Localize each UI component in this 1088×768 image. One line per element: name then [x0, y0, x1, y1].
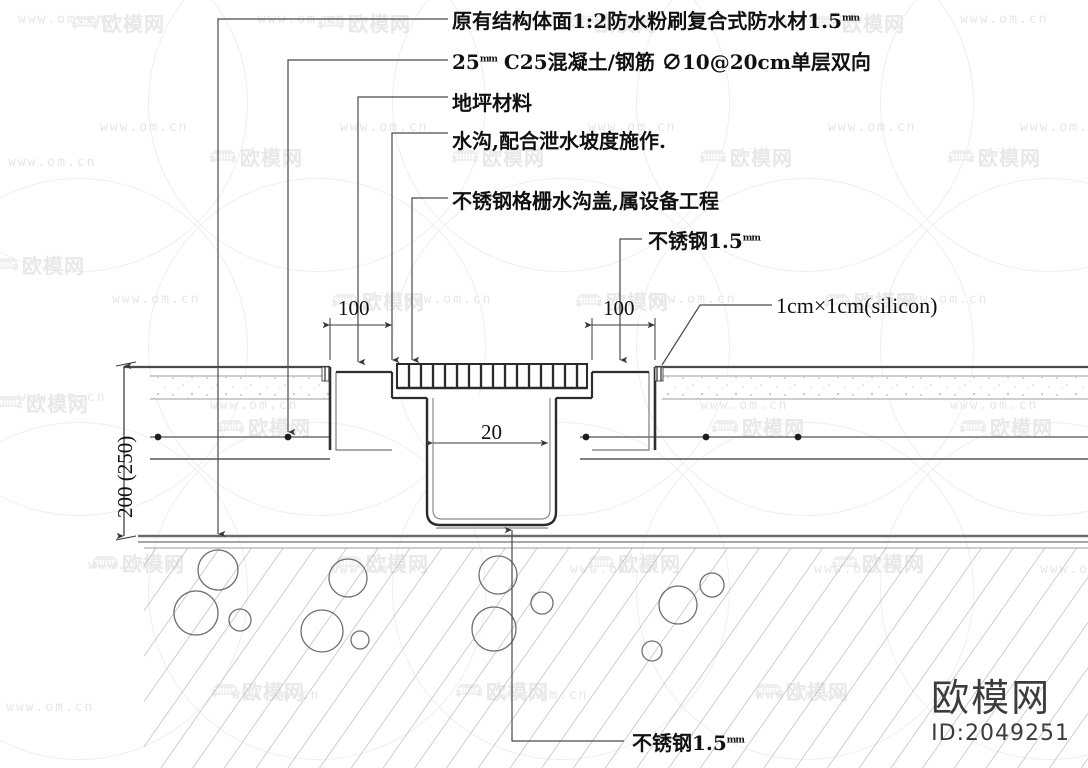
- note-waterproof: 原有结构体面1:2防水粉刷复合式防水材1.5mm: [452, 5, 860, 34]
- dim-label-100-right: 100: [603, 296, 635, 320]
- slab-left: [123, 365, 330, 536]
- dim-label-100-left: 100: [338, 296, 370, 320]
- dim-100-right: [584, 318, 656, 360]
- dim-slab-thickness: [115, 361, 137, 541]
- note-concrete-value: 25: [452, 50, 480, 74]
- note-concrete-spec: C25混凝土/钢筋 ∅10@20cm单层双向: [496, 50, 871, 74]
- note-waterproof-unit: mm: [842, 13, 860, 24]
- note-concrete: 25mm C25混凝土/钢筋 ∅10@20cm单层双向: [452, 46, 871, 75]
- note-steel-right-text: 不锈钢1.5: [648, 229, 743, 253]
- gutter-shoulder-left: [328, 367, 394, 451]
- note-steel-bottom-text: 不锈钢1.5: [632, 731, 727, 755]
- note-concrete-unit: mm: [479, 54, 498, 65]
- dim-label-200-250: 200 (250): [113, 435, 137, 518]
- note-waterproof-text: 原有结构体面1:2防水粉刷复合式防水材1.5: [452, 9, 843, 33]
- silicon-joint-strips: [321, 366, 664, 382]
- ground-fill-region: [138, 534, 1088, 768]
- brand-block: 欧模网 ID:2049251: [931, 676, 1070, 746]
- grate-cover: [396, 363, 588, 390]
- note-steel-right-unit: mm: [742, 233, 761, 244]
- dim-label-20-channel: 20: [481, 420, 502, 444]
- note-stainless-steel-right: 不锈钢1.5mm: [648, 225, 761, 254]
- leader-lines: [217, 18, 772, 742]
- note-stainless-steel-bottom: 不锈钢1.5mm: [632, 727, 745, 756]
- note-floor-material: 地坪材料: [452, 91, 532, 115]
- brand-id: ID:2049251: [931, 721, 1070, 746]
- slab-right: [580, 365, 1088, 460]
- drainage-channel: [392, 396, 592, 529]
- note-silicon-joint: 1cm×1cm(silicon): [776, 293, 938, 318]
- note-steel-bottom-unit: mm: [726, 735, 745, 746]
- dim-100-left: [322, 318, 393, 360]
- note-gutter-slope: 水沟,配合泄水坡度施作.: [452, 129, 666, 153]
- brand-name: 欧模网: [931, 676, 1052, 721]
- note-grate-cover: 不锈钢格栅水沟盖,属设备工程: [452, 189, 719, 213]
